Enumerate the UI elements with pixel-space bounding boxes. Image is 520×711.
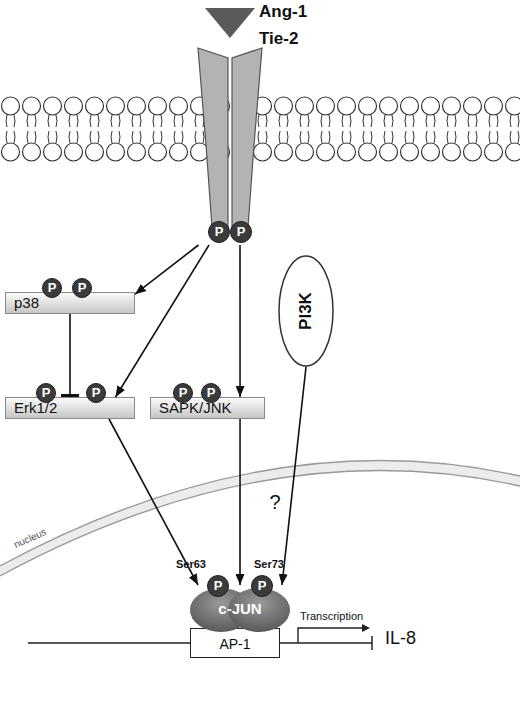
phospho-circle: P <box>173 383 193 403</box>
activation-arrow <box>239 245 241 397</box>
receptor: Tie-2PP <box>195 45 265 245</box>
inhibition-connector <box>69 314 71 397</box>
node-text: AP-1 <box>191 636 279 652</box>
node-text: P <box>231 222 251 242</box>
phospho-circle: P <box>207 575 229 597</box>
dna-end-bar <box>371 636 373 650</box>
node-text: P <box>73 279 91 297</box>
node-text: PI3K <box>296 292 316 330</box>
ligand: Ang-1 <box>205 8 255 38</box>
edge-label: ? <box>270 491 281 514</box>
node-text: Tie-2 <box>259 29 298 49</box>
node-text: p38 <box>14 293 39 313</box>
annotation-label: Transcription <box>300 610 363 622</box>
phospho-circle: P <box>86 383 106 403</box>
phospho-circle: P <box>72 278 92 298</box>
promoter-box: AP-1 <box>190 628 280 658</box>
phospho-circle: P <box>251 575 273 597</box>
kinase-box: SAPK/JNKPP <box>150 397 265 419</box>
node-text: P <box>174 384 192 402</box>
nuclear-envelope-inner <box>0 470 520 576</box>
node-text: P <box>252 576 272 596</box>
node-text: P <box>43 279 61 297</box>
phospho-circle: P <box>36 383 56 403</box>
node-text: Ang-1 <box>259 2 307 22</box>
node-text: P <box>202 384 220 402</box>
transcription-factor: c-JUNPP <box>190 585 290 633</box>
phospho-circle: P <box>201 383 221 403</box>
node-text: c-JUN <box>190 600 290 617</box>
phospho-circle: P <box>42 278 62 298</box>
node-text: P <box>87 384 105 402</box>
nuclear-envelope-fill <box>0 460 520 576</box>
transcription-arrow <box>298 628 362 643</box>
kinase-ellipse: PI3K <box>278 255 334 367</box>
kinase-box: p38PP <box>5 292 135 314</box>
kinase-box: Erk1/2PP <box>5 397 135 419</box>
activation-arrow <box>239 419 241 585</box>
ligand-triangle <box>205 8 255 38</box>
annotation-label: IL-8 <box>385 628 416 649</box>
node-text: SAPK/JNK <box>159 398 232 418</box>
node-text: P <box>209 222 229 242</box>
receptor-shape <box>195 45 265 245</box>
node-text: P <box>37 384 55 402</box>
activation-arrow <box>282 367 306 585</box>
lipid-bilayer <box>0 96 520 162</box>
annotation-label: Ser63 <box>176 558 206 570</box>
annotation-label: Ser73 <box>254 558 284 570</box>
activation-arrow <box>135 245 199 294</box>
transcription-arrowhead <box>362 624 370 632</box>
node-text: P <box>208 576 228 596</box>
activation-arrow <box>116 245 210 397</box>
phospho-circle: P <box>230 221 252 243</box>
nuclear-envelope-outer <box>0 460 520 566</box>
phospho-circle: P <box>208 221 230 243</box>
